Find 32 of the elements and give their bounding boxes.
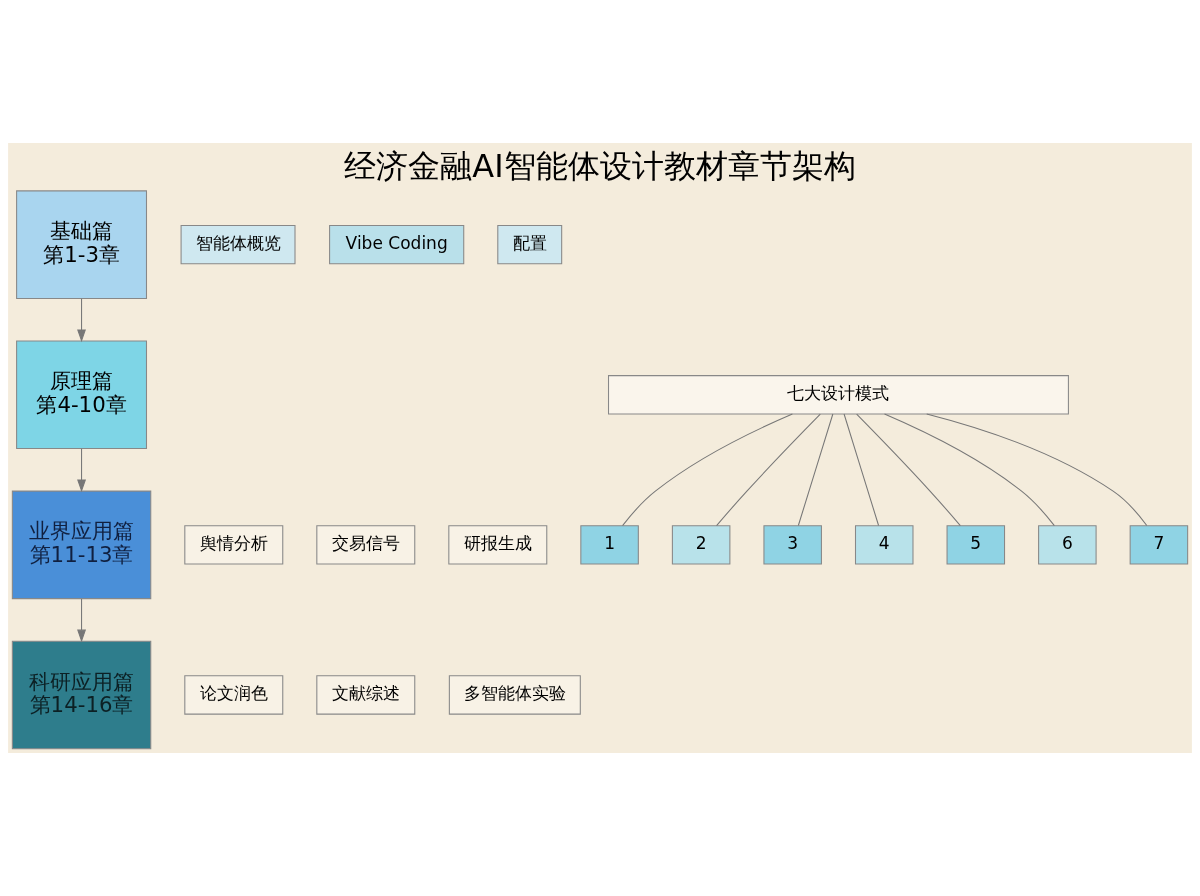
node-box: 7 [1129,525,1189,565]
node-box: 智能体概览 [180,224,296,265]
node-box: 配置 [497,224,563,265]
diagram-title: 经济金融AI智能体设计教材章节架构 [344,147,856,186]
node-box: 研报生成 [448,525,548,565]
node-box: 文献综述 [316,675,416,715]
node-box: 舆情分析 [184,525,284,565]
node-box: 1 [580,525,639,565]
node-box: 5 [946,525,1006,565]
node-box: 论文润色 [184,675,284,715]
connector [926,413,1148,527]
node-box: Vibe Coding [329,224,465,265]
connector [884,413,1055,527]
node-box: 4 [854,525,914,565]
connector [716,413,821,527]
arrow [77,298,87,343]
arrow [77,448,87,493]
arrow [77,598,87,643]
node-box: 交易信号 [316,525,416,565]
node-box: 基础篇 第1-3章 [16,190,147,299]
connector [622,413,793,527]
node-box: 6 [1038,525,1097,565]
node-box: 业界应用篇 第11-13章 [11,490,152,600]
node-box: 原理篇 第4-10章 [16,340,147,450]
node-box: 七大设计模式 [608,375,1069,415]
connector [856,413,961,527]
node-box: 多智能体实验 [448,675,581,715]
node-box: 3 [763,525,822,565]
connector [797,413,834,527]
node-box: 科研应用篇 第14-16章 [11,640,152,750]
node-box: 2 [671,525,731,565]
connector [843,413,880,527]
